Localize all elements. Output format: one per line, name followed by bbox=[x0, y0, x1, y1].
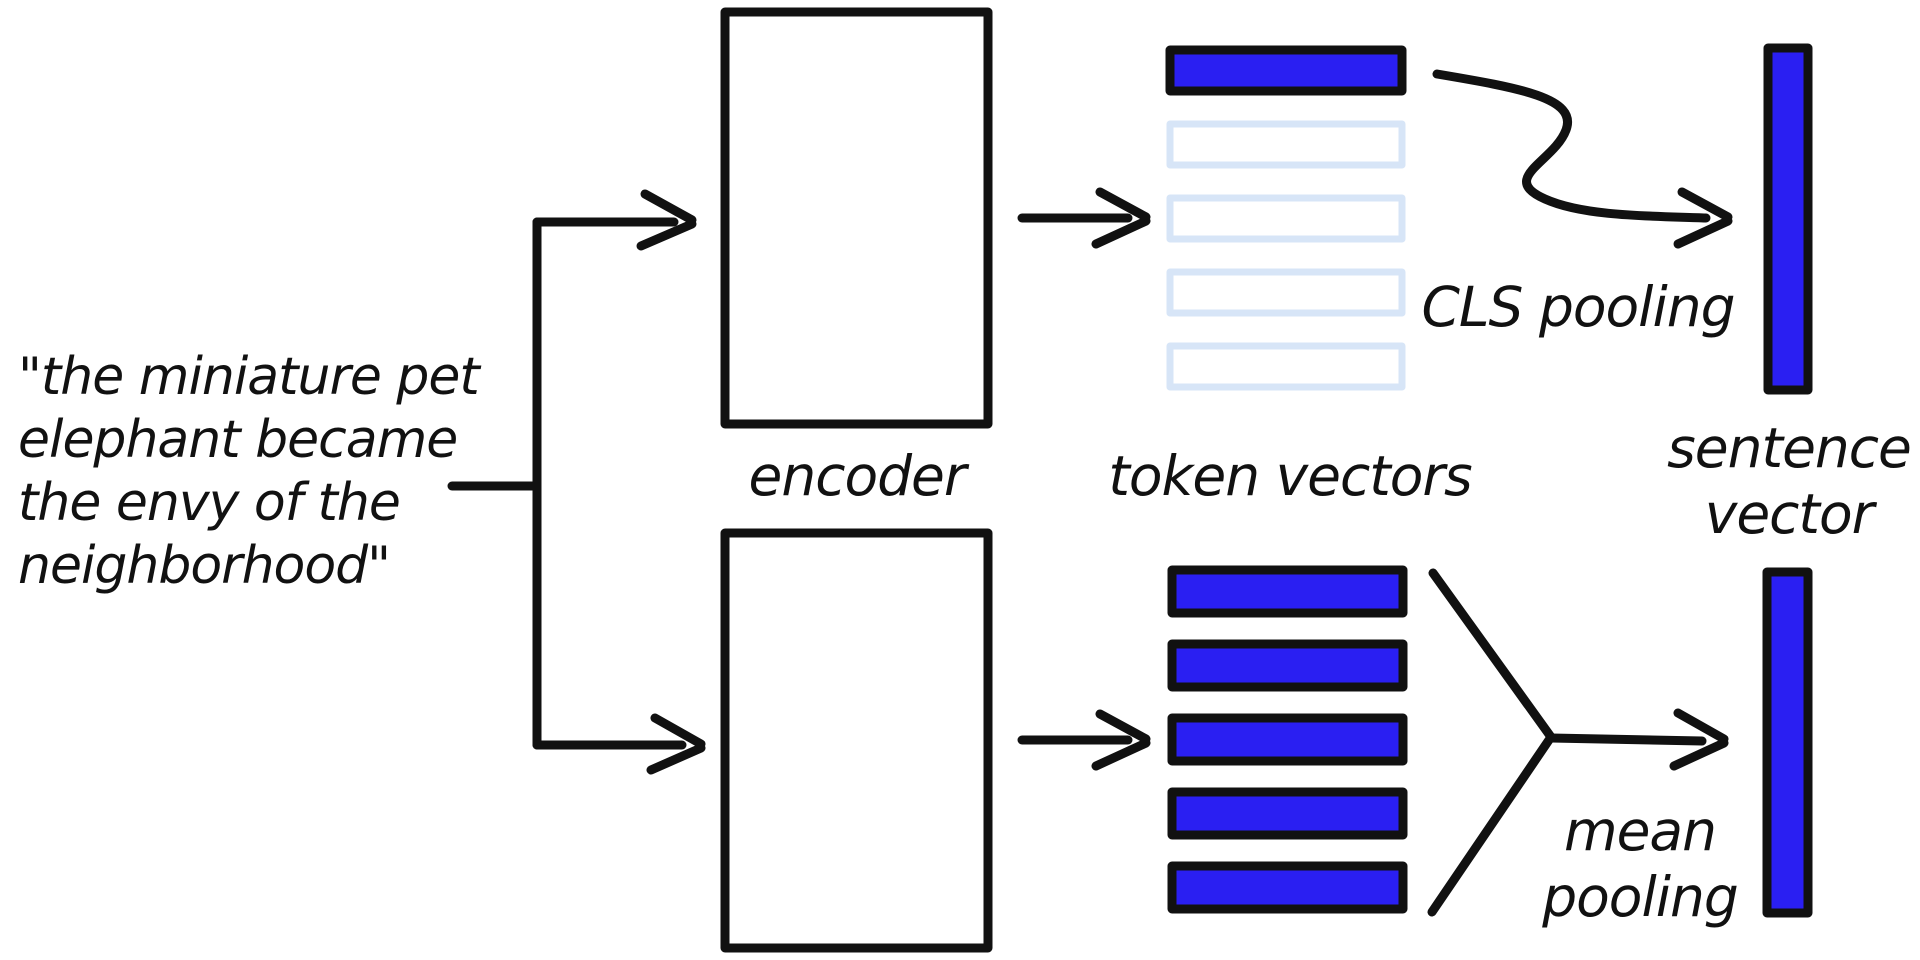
token-vector-empty-4 bbox=[1166, 342, 1406, 391]
arrowhead-bottom-tokens-icon bbox=[1091, 709, 1151, 771]
sentence-vector-label-line2: vector bbox=[1704, 482, 1874, 546]
arrowhead-top-encoder-icon bbox=[636, 189, 697, 251]
cls-pooling-curve-arrow bbox=[1432, 69, 1711, 223]
mean-pooling-label-line2: pooling bbox=[1542, 865, 1739, 929]
encoder-box-top bbox=[720, 7, 993, 429]
sentence-vector-bar-mean bbox=[1762, 567, 1813, 918]
quote-line-1: "the miniature pet bbox=[18, 347, 480, 407]
token-vector-mean-2 bbox=[1167, 639, 1408, 692]
sentence-vector-label-line1: sentence bbox=[1667, 416, 1912, 480]
mean-pooling-label-line1: mean bbox=[1564, 799, 1717, 863]
sentence-vector-label: sentence vector bbox=[1667, 415, 1912, 547]
encoder-box-bottom bbox=[720, 528, 993, 953]
quote-line-3: the envy of the bbox=[18, 473, 401, 533]
mean-converge-line-bottom bbox=[1427, 732, 1556, 917]
token-vector-mean-4 bbox=[1167, 787, 1408, 840]
token-vector-mean-3 bbox=[1167, 713, 1408, 766]
quote-line-2: elephant became bbox=[18, 410, 458, 470]
arrowhead-mean-icon bbox=[1669, 708, 1729, 771]
cls-pooling-label: CLS pooling bbox=[1421, 275, 1736, 339]
token-vectors-label: token vectors bbox=[1108, 444, 1472, 508]
encoder-label: encoder bbox=[748, 444, 967, 508]
sentence-vector-bar-cls bbox=[1763, 43, 1813, 395]
arrowhead-bottom-encoder-icon bbox=[646, 713, 706, 775]
token-vector-mean-5 bbox=[1167, 861, 1408, 914]
arrowhead-top-tokens-icon bbox=[1091, 187, 1151, 249]
token-vector-empty-2 bbox=[1166, 194, 1406, 243]
token-vector-empty-1 bbox=[1166, 120, 1406, 169]
mean-converge-line-top bbox=[1428, 568, 1556, 742]
token-vector-mean-1 bbox=[1167, 565, 1408, 618]
mean-pooling-arrow bbox=[1546, 733, 1707, 746]
arrowhead-cls-icon bbox=[1673, 187, 1733, 249]
input-sentence-quote: "the miniature pet elephant became the e… bbox=[18, 346, 480, 598]
token-vector-cls bbox=[1165, 45, 1407, 96]
quote-line-4: neighborhood" bbox=[18, 536, 391, 596]
mean-pooling-label: mean pooling bbox=[1542, 798, 1739, 930]
token-vector-empty-3 bbox=[1166, 268, 1406, 317]
